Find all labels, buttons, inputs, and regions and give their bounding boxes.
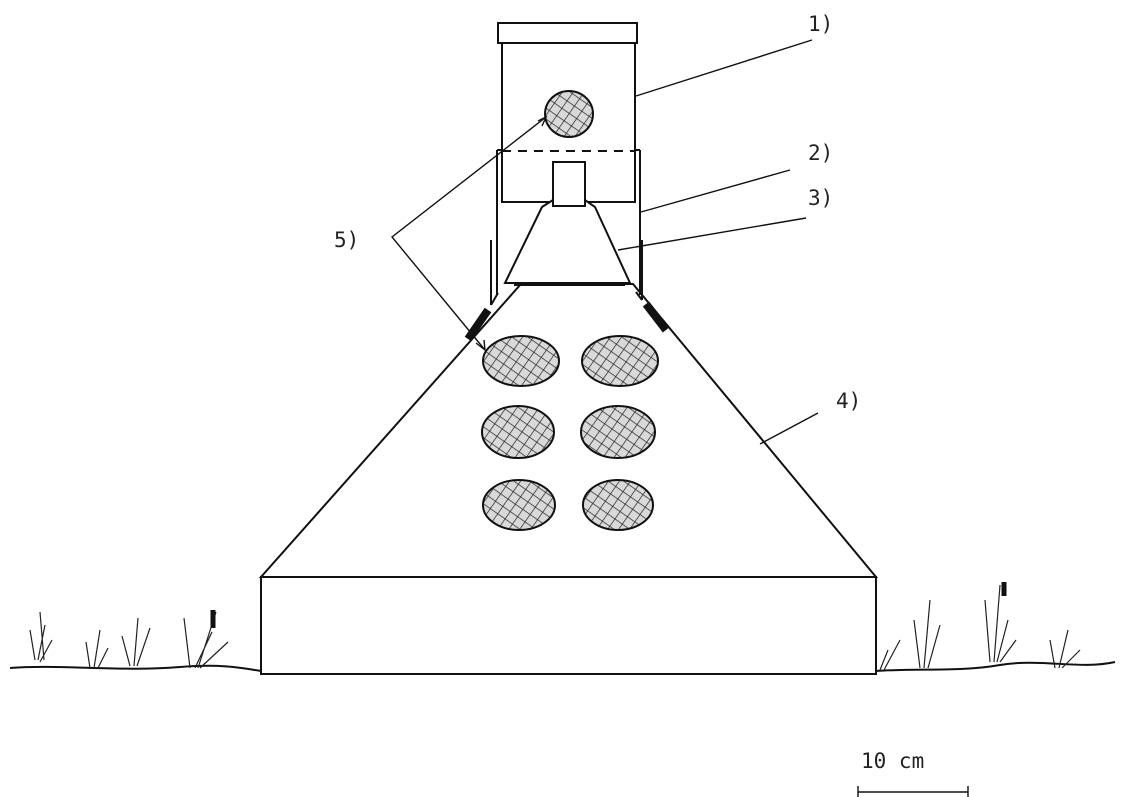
- pyramid-body: [258, 283, 879, 578]
- scale-bar-label: 10 cm: [861, 749, 924, 773]
- label-2: 2): [808, 141, 833, 165]
- leader-1: [635, 39, 813, 97]
- mesh-window: [582, 479, 654, 531]
- mesh-window: [481, 405, 555, 459]
- grass-right: [879, 582, 1081, 671]
- funnel: [503, 199, 632, 284]
- mesh-window: [580, 405, 656, 459]
- label-4: 4): [836, 389, 861, 413]
- funnel-neck: [552, 161, 586, 207]
- grass-left: [29, 610, 229, 669]
- label-1: 1): [808, 12, 833, 36]
- leader-5: [391, 116, 547, 351]
- label-5: 5): [334, 228, 359, 252]
- ground-line: [9, 661, 1116, 672]
- mesh-window-top: [544, 90, 594, 138]
- leader-2: [640, 169, 791, 213]
- mesh-window: [482, 479, 556, 531]
- mesh-window: [482, 335, 560, 387]
- leader-4: [759, 412, 819, 445]
- mesh-windows: [481, 90, 659, 531]
- scale-bar: [857, 786, 969, 797]
- mesh-window: [581, 335, 659, 387]
- container-lid: [497, 22, 638, 44]
- seal-right: [642, 301, 670, 333]
- trap-base: [260, 576, 877, 675]
- label-3: 3): [808, 186, 833, 210]
- leader-3: [617, 217, 807, 251]
